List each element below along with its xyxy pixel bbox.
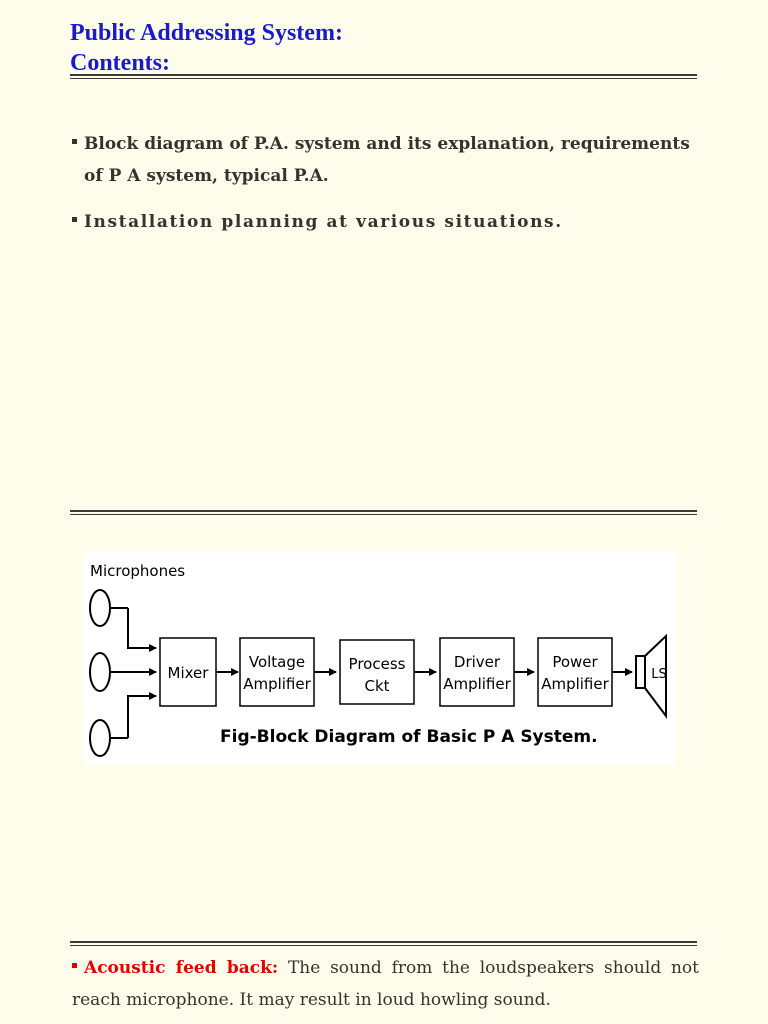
bullet-square-icon [72, 139, 77, 144]
block-process-ckt: Process Ckt [339, 639, 415, 705]
block-power-amplifier: Power Amplifier [537, 637, 613, 707]
block-voltage-line1: Voltage [249, 653, 305, 671]
footer-divider [70, 941, 697, 946]
loudspeaker-icon: LS [635, 633, 667, 719]
bullet-block-diagram: Block diagram of P.A. system and its exp… [72, 128, 690, 192]
block-driver-amplifier: Driver Amplifier [439, 637, 515, 707]
diagram-caption: Fig-Block Diagram of Basic P A System. [220, 727, 598, 747]
page-title: Public Addressing System: Contents: [70, 18, 343, 78]
bullet-square-icon [72, 217, 77, 222]
block-driver-line2: Amplifier [443, 675, 511, 693]
speaker-label: LS [651, 667, 667, 682]
block-process-line2: Ckt [364, 677, 389, 695]
block-mixer: Mixer [159, 637, 217, 707]
title-line-2: Contents: [70, 50, 170, 76]
microphones-label: Microphones [90, 562, 185, 580]
bullet-2-text: Installation planning at various situati… [84, 212, 563, 232]
acoustic-feedback-paragraph: Acoustic feed back: The sound from the l… [72, 952, 699, 1016]
microphone-2-icon [89, 652, 157, 692]
bullet-installation: Installation planning at various situati… [72, 206, 563, 238]
block-mixer-label: Mixer [168, 664, 210, 682]
title-line-1: Public Addressing System: [70, 20, 343, 46]
section-divider [70, 510, 697, 515]
block-diagram: Microphones Mixer Voltage Amplifier [84, 552, 676, 764]
block-process-line1: Process [349, 655, 406, 673]
bullet-1-line-2: of P A system, typical P.A. [84, 166, 329, 186]
feedback-text: The sound from the loudspeakers should n… [72, 958, 699, 1010]
header-divider [70, 74, 697, 79]
block-voltage-amplifier: Voltage Amplifier [239, 637, 315, 707]
feedback-term: Acoustic feed back: [84, 958, 279, 978]
microphone-1-icon [89, 589, 157, 652]
block-voltage-line2: Amplifier [243, 675, 311, 693]
block-power-line2: Amplifier [541, 675, 609, 693]
bullet-1-line-1: Block diagram of P.A. system and its exp… [84, 134, 690, 154]
block-power-line1: Power [552, 653, 598, 671]
microphone-3-icon [89, 692, 157, 757]
block-driver-line1: Driver [454, 653, 501, 671]
bullet-square-icon [72, 963, 77, 968]
